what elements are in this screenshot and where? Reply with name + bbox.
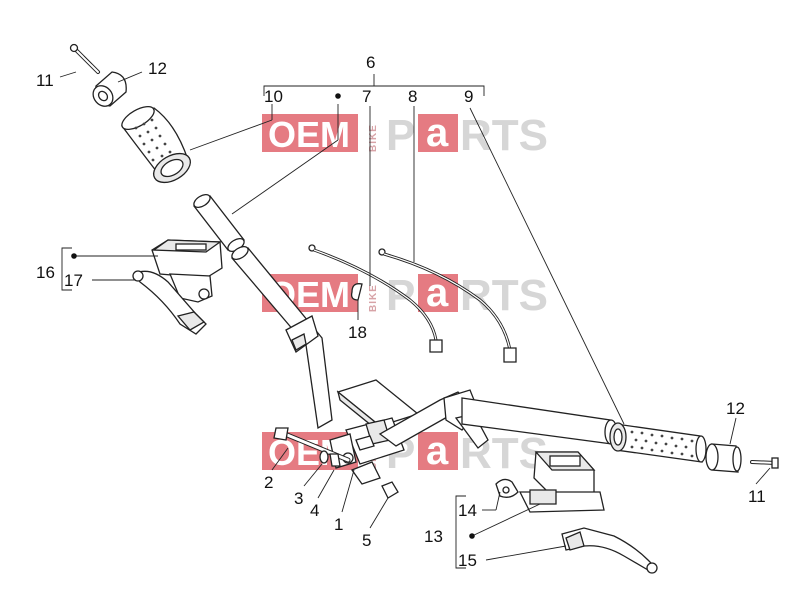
callout-14: 14 (458, 501, 477, 520)
left-bar-end-screw (69, 43, 100, 74)
callout-11-top: 11 (36, 71, 54, 90)
callout-17: 17 (64, 271, 83, 290)
watermark-a-text: a (426, 429, 449, 473)
right-mirror-clamp (495, 478, 519, 498)
throttle-cable-7 (308, 244, 443, 353)
right-bar-end-screw (750, 457, 779, 469)
cable-clip (350, 283, 363, 301)
callout-18: 18 (348, 323, 367, 342)
watermark-p-text: P (386, 111, 415, 160)
clamp-washer (319, 450, 329, 464)
watermark-oem-text: OEM (268, 114, 350, 155)
callout-16: 16 (36, 263, 55, 282)
left-grip-texture (134, 118, 172, 162)
watermark-a-box (418, 432, 458, 470)
callout-10: 10 (264, 87, 283, 106)
watermark-bike-text: BIKE (368, 284, 379, 312)
left-master-cylinder (151, 239, 223, 303)
callout-12-top: 12 (148, 59, 167, 78)
watermark-a-box (418, 114, 458, 152)
clamp-nut (329, 453, 341, 467)
left-bar-end-weight (92, 71, 127, 107)
callout-3: 3 (294, 489, 303, 508)
callout-12-right: 12 (726, 399, 745, 418)
callout-11-right: 11 (748, 487, 766, 506)
callout-8: 8 (408, 87, 417, 106)
watermark-a-text: a (426, 111, 449, 155)
watermark-rts-text: RTS (460, 111, 548, 160)
left-grip (121, 105, 191, 184)
throttle-cable-8 (378, 248, 517, 363)
watermark-p-text: P (386, 271, 415, 320)
bracket-nut (381, 481, 399, 499)
left-brake-lever (132, 270, 207, 335)
leader-dot (469, 533, 475, 539)
callout-2: 2 (264, 473, 273, 492)
handlebar-right-arm (378, 389, 618, 449)
callout-9: 9 (464, 87, 473, 106)
callout-6: 6 (366, 53, 375, 72)
handlebar-left-arm (231, 245, 333, 430)
watermark-bike-text: BIKE (368, 124, 379, 152)
callout-1: 1 (334, 515, 343, 534)
right-grip (609, 422, 707, 463)
watermark-oem-box (262, 114, 358, 152)
right-grip-texture (630, 430, 694, 458)
callout-7: 7 (362, 87, 371, 106)
callout-15: 15 (458, 551, 477, 570)
callout-13: 13 (424, 527, 443, 546)
leader-dot (71, 253, 77, 259)
callout-5: 5 (362, 531, 371, 550)
callout-labels: 6 10 7 8 9 11 12 16 17 18 2 3 4 1 5 12 1… (36, 53, 766, 570)
leader-dot (335, 93, 341, 99)
watermark-top: OEM BIKE P a RTS (262, 111, 548, 160)
right-brake-lever (561, 527, 658, 574)
right-master-cylinder (518, 451, 605, 513)
leader-lines (59, 71, 771, 569)
callout-4: 4 (310, 501, 319, 520)
right-bar-end-weight (705, 443, 742, 473)
watermark-a-text: a (426, 271, 449, 315)
leader-dots (71, 93, 475, 539)
